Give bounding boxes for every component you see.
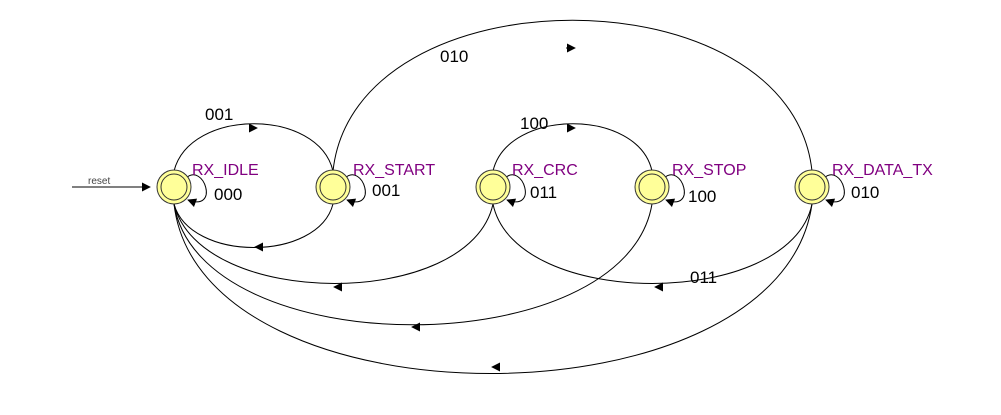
loop-crc (504, 174, 526, 208)
state-label-rx-stop: RX_STOP (672, 162, 746, 179)
edge-data-idle (173, 203, 813, 374)
state-label-rx-data-tx: RX_DATA_TX (832, 162, 933, 179)
label-start-self: 001 (372, 181, 400, 200)
state-rx-idle: RX_IDLE (156, 162, 259, 205)
state-rx-stop: RX_STOP (634, 162, 746, 205)
loop-start (344, 174, 366, 208)
state-rx-data-tx: RX_DATA_TX (794, 162, 933, 205)
loop-idle (185, 174, 207, 208)
state-label-rx-start: RX_START (353, 162, 435, 179)
label-data-crc: 011 (690, 268, 717, 287)
label-data-self: 010 (851, 183, 879, 202)
loop-data (823, 174, 845, 208)
state-rx-crc: RX_CRC (475, 162, 578, 205)
edge-start-idle (173, 203, 334, 248)
label-crc-stop: 100 (520, 114, 548, 133)
edge-stop-idle (173, 203, 653, 326)
reset-label: reset (88, 176, 110, 187)
state-label-rx-idle: RX_IDLE (192, 162, 259, 179)
label-start-data: 010 (440, 47, 468, 66)
state-label-rx-crc: RX_CRC (512, 162, 578, 179)
label-stop-self: 100 (688, 187, 716, 206)
label-crc-self: 011 (530, 183, 557, 202)
state-rx-start: RX_START (315, 162, 435, 205)
label-idle-start: 001 (205, 105, 233, 124)
label-idle-self: 000 (214, 185, 242, 204)
loop-stop (663, 174, 685, 208)
edge-start-data (332, 19, 813, 172)
edge-data-crc (492, 203, 813, 284)
